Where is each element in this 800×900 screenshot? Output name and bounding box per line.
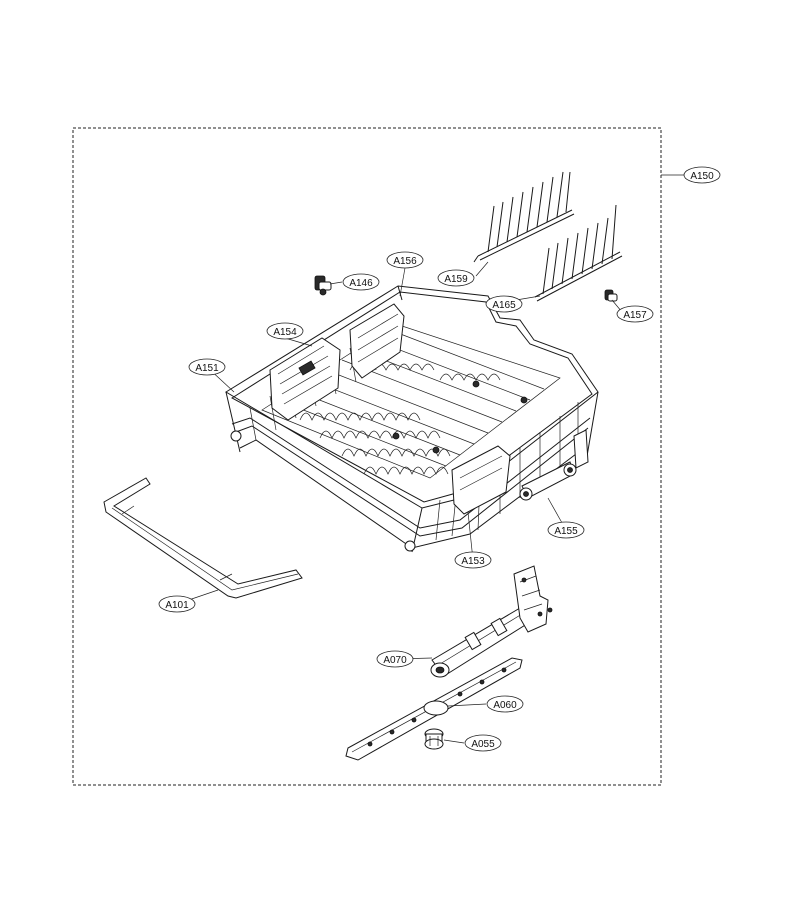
rail-a101 <box>103 477 303 599</box>
leader-lines <box>176 174 684 744</box>
svg-text:A153: A153 <box>461 556 485 567</box>
spray-arm-a060 <box>345 657 523 761</box>
adjuster-a153 <box>451 445 511 515</box>
svg-text:A159: A159 <box>444 274 468 285</box>
svg-text:A055: A055 <box>471 739 495 750</box>
clip-a157 <box>604 289 618 302</box>
svg-text:A156: A156 <box>393 256 417 267</box>
callout-a154: A154 <box>266 322 304 340</box>
svg-text:A101: A101 <box>165 600 189 611</box>
callout-a157: A157 <box>616 305 654 323</box>
svg-text:A151: A151 <box>195 363 219 374</box>
svg-text:A060: A060 <box>493 700 517 711</box>
roller-a155 <box>519 429 589 501</box>
callout-a146: A146 <box>342 273 380 291</box>
callout-a151: A151 <box>188 358 226 376</box>
callout-a156: A156 <box>386 251 424 269</box>
assembly-boundary <box>72 127 662 786</box>
svg-text:A070: A070 <box>383 655 407 666</box>
tine-rack-a165 <box>534 204 623 302</box>
callout-a060: A060 <box>486 695 524 713</box>
tine-holder-a156 <box>349 303 405 379</box>
nut-a055 <box>424 728 444 750</box>
callout-a070: A070 <box>376 650 414 668</box>
callout-a101: A101 <box>158 595 196 613</box>
callout-a153: A153 <box>454 551 492 569</box>
tine-rack-a159 <box>473 171 575 263</box>
svg-text:A155: A155 <box>554 526 578 537</box>
svg-text:A157: A157 <box>623 310 647 321</box>
svg-text:A165: A165 <box>492 300 516 311</box>
upper-basket <box>225 285 599 553</box>
callout-a055: A055 <box>464 734 502 752</box>
clip-a146 <box>314 275 332 296</box>
svg-text:A154: A154 <box>273 327 297 338</box>
svg-text:A146: A146 <box>349 278 373 289</box>
svg-text:A150: A150 <box>690 171 714 182</box>
callout-a150: A150 <box>683 166 721 184</box>
callout-a159: A159 <box>437 269 475 287</box>
spray-pipe-a070 <box>430 565 553 678</box>
cup-shelf-a154 <box>269 337 341 421</box>
callout-a155: A155 <box>547 521 585 539</box>
callout-a165: A165 <box>485 295 523 313</box>
